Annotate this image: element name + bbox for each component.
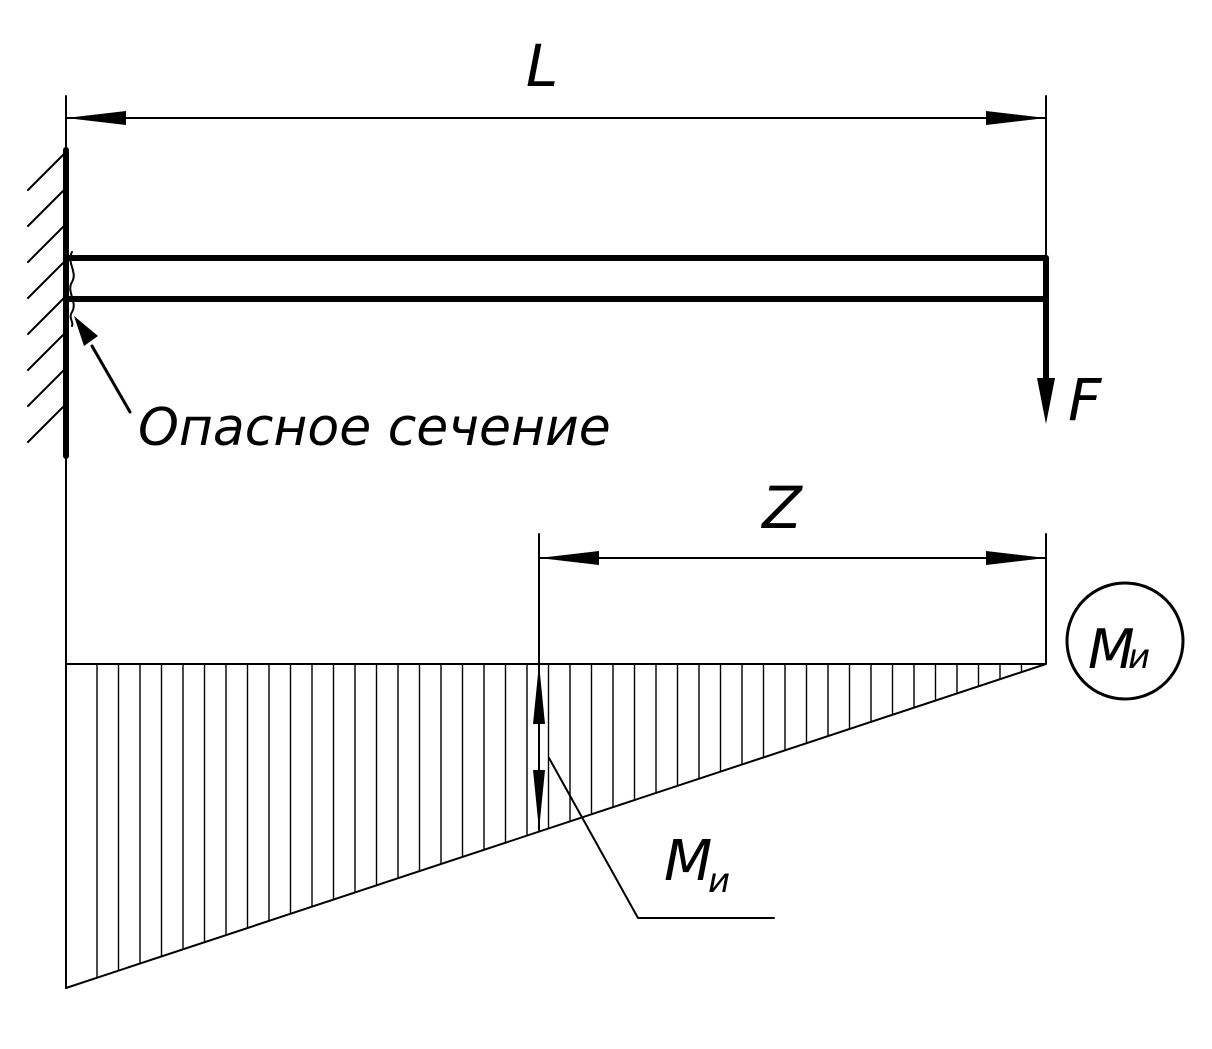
wall-hatch-line [27, 189, 65, 227]
section-break-line [69, 251, 75, 327]
moment-leader-line [548, 757, 775, 919]
wall-hatch-line [27, 225, 65, 263]
moment-diagram-hatch [96, 663, 1023, 979]
moment-circle [1065, 581, 1185, 701]
moment-ordinate-arrow-down [533, 770, 545, 830]
wall-hatch-line [27, 369, 65, 407]
wall-hatch-line [27, 297, 65, 335]
label-dangerous-section: Опасное сечение [138, 398, 611, 458]
moment-diagram-outline [65, 663, 1047, 989]
wall-hatch-line [27, 153, 65, 191]
wall-hatch [27, 153, 65, 443]
label-length: L [526, 32, 558, 100]
wall-hatch-line [27, 405, 65, 443]
label-moment-sub: и [708, 861, 730, 901]
label-moment: M [664, 829, 712, 894]
label-moment-circle: M [1088, 618, 1135, 681]
wall-hatch-line [27, 333, 65, 371]
force-arrow-icon [1037, 378, 1055, 424]
pointer-arrow-shaft [90, 344, 132, 414]
moment-ordinate-arrow-up [533, 664, 545, 724]
pointer-arrow-icon [74, 316, 98, 346]
arrowhead-z-right [986, 551, 1046, 565]
arrowhead-l-right [986, 111, 1046, 125]
label-moment-circle-sub: и [1128, 637, 1150, 677]
arrowhead-z-left [539, 551, 599, 565]
wall-hatch-line [27, 261, 65, 299]
label-distance: Z [760, 474, 803, 542]
label-force: F [1068, 366, 1103, 434]
arrowhead-l-left [66, 111, 126, 125]
